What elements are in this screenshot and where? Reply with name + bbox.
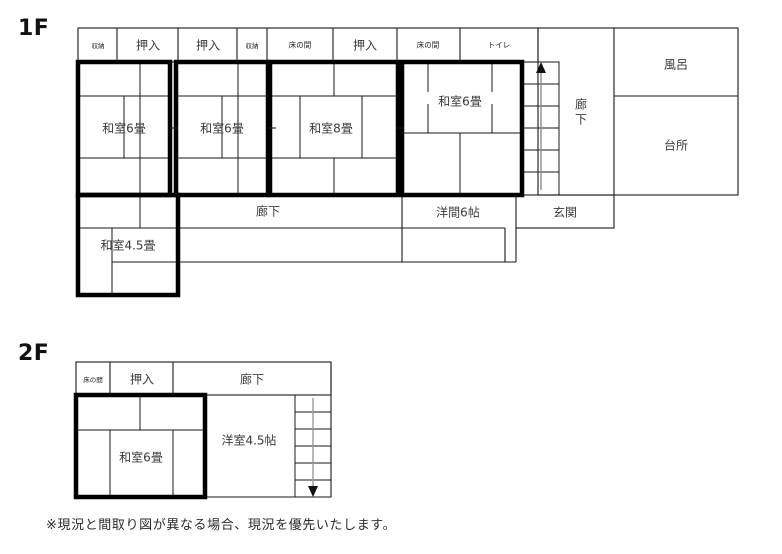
f1-genkan-box: [515, 194, 615, 229]
f2-washitsu6-mats: [76, 395, 205, 497]
f1-washitsu45-mats: [78, 195, 178, 295]
f1-washitsu6a-mats: [78, 62, 170, 195]
f2-thick-walls: [73, 392, 208, 500]
floor-1f-geometry: [75, 27, 739, 298]
f1-washitsu8-mats: [270, 62, 398, 195]
floor-label-1f: 1F: [18, 16, 50, 41]
disclaimer-note: ※現況と間取り図が異なる場合、現況を優先いたします。: [46, 518, 397, 533]
f2-closet-strip: [75, 361, 332, 396]
f1-closet-strip: [77, 27, 539, 63]
floor-label-2f: 2F: [18, 341, 50, 366]
f1-right-wing: [537, 27, 739, 196]
floor-2f-geometry: [73, 361, 332, 500]
f1-youma6-outline: [402, 228, 517, 263]
f1-washitsu6c-mats: [402, 62, 522, 195]
f1-washitsu6b-mats: [176, 62, 268, 195]
f2-stair-direction-arrow: [308, 398, 318, 497]
f1-stair-direction-arrow: [536, 62, 546, 190]
